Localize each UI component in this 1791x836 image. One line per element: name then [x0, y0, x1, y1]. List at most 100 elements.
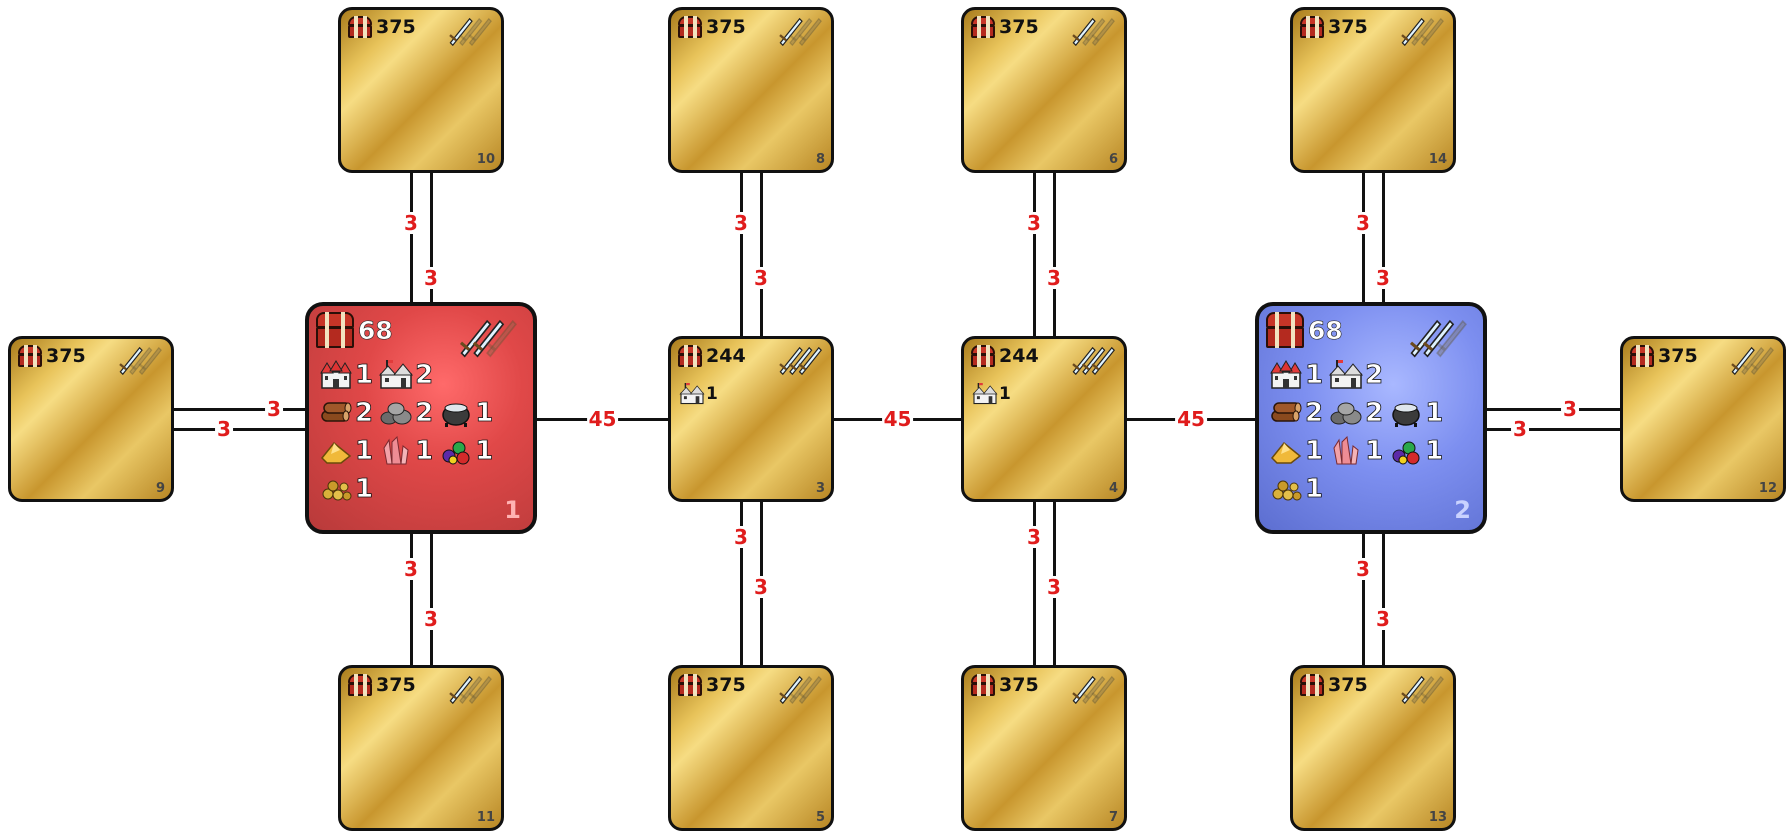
treasure-chest-icon — [677, 345, 703, 367]
connection-cost-label: 3 — [1025, 211, 1043, 235]
connection-line — [1487, 408, 1620, 411]
resource-wood: 2 — [1269, 398, 1323, 428]
resource-gems-count: 1 — [475, 436, 494, 467]
resource-mercury: 1 — [1389, 398, 1444, 428]
gold-nuggets-icon — [322, 480, 352, 501]
connection-line — [410, 534, 413, 665]
resource-gems-count: 1 — [1425, 436, 1444, 467]
crossed-swords-icon — [779, 675, 823, 704]
zone-id: 8 — [815, 152, 825, 167]
connection-line — [410, 173, 413, 302]
resource-ore-count: 2 — [415, 398, 434, 429]
zone-id: 3 — [815, 481, 825, 496]
crossed-swords-icon — [779, 17, 823, 46]
zone-header: 375 — [17, 345, 86, 367]
resource-crystal: 1 — [379, 436, 434, 467]
connection-cost-label: 3 — [752, 266, 770, 290]
resource-gold: 1 — [1269, 474, 1323, 504]
zone-neutral[interactable]: 375 9 — [8, 336, 174, 502]
zone-neutral[interactable]: 375 12 — [1620, 336, 1786, 502]
zone-header: 375 — [677, 674, 746, 696]
connection-line — [1487, 428, 1620, 431]
connection-cost-label: 3 — [1374, 607, 1392, 631]
town-icon — [679, 383, 705, 405]
resource-row: 1 1 1 — [319, 432, 499, 470]
treasure-chest-icon — [970, 674, 996, 696]
ore-pile-icon — [380, 402, 412, 425]
connection-cost-label: 3 — [1025, 525, 1043, 549]
resource-castle: 1 — [1269, 360, 1323, 390]
treasure-value: 375 — [1328, 674, 1368, 696]
resource-ore: 2 — [379, 398, 434, 429]
zone-neutral[interactable]: 375 10 — [338, 7, 504, 173]
zone-neutral[interactable]: 375 6 — [961, 7, 1127, 173]
zone-header: 244 — [677, 345, 746, 367]
zone-id: 6 — [1108, 152, 1118, 167]
connection-line — [740, 502, 743, 665]
connection-cost-label: 3 — [1045, 575, 1063, 599]
crossed-swords-icon — [1401, 17, 1445, 46]
sulfur-icon — [1270, 441, 1302, 464]
wood-log-icon — [1271, 402, 1302, 422]
zone-header: 375 — [347, 16, 416, 38]
connection-line — [1382, 534, 1385, 665]
treasure-chest-icon — [17, 345, 43, 367]
gems-icon — [1392, 441, 1420, 465]
zone-id: 10 — [476, 152, 495, 167]
zone-header: 375 — [1629, 345, 1698, 367]
crossed-swords-icon — [1072, 675, 1116, 704]
crystal-icon — [1333, 436, 1359, 465]
castle-icon — [320, 360, 352, 389]
resource-castle-count: 1 — [355, 360, 374, 391]
treasure-value: 244 — [706, 345, 746, 367]
zone-header: 375 — [677, 16, 746, 38]
connection-cost-label: 3 — [402, 557, 420, 581]
town-icon — [1329, 360, 1364, 389]
connection-cost-label: 3 — [265, 397, 283, 421]
connection-cost-label: 3 — [422, 266, 440, 290]
resource-gold-count: 1 — [355, 474, 374, 505]
resource-gold-count: 1 — [1305, 474, 1324, 505]
crossed-swords-icon — [119, 346, 163, 375]
zone-neutral[interactable]: 375 8 — [668, 7, 834, 173]
treasure-value: 375 — [376, 674, 416, 696]
zone-header: 375 — [970, 16, 1039, 38]
treasure-chest-icon — [347, 674, 373, 696]
resource-sulfur: 1 — [1269, 436, 1323, 466]
zone-id: 9 — [155, 481, 165, 496]
connection-cost-label: 3 — [1045, 266, 1063, 290]
crossed-swords-icon — [449, 17, 493, 46]
treasure-value: 375 — [706, 674, 746, 696]
crossed-swords-icon — [1072, 346, 1116, 375]
treasure-value: 68 — [1308, 315, 1343, 345]
connection-cost-label: 3 — [1511, 417, 1529, 441]
connection-cost-label: 3 — [402, 211, 420, 235]
treasure-value: 375 — [1328, 16, 1368, 38]
resource-town: 2 — [1329, 360, 1384, 390]
zone-id: 12 — [1758, 481, 1777, 496]
connection-cost-label: 3 — [732, 211, 750, 235]
connection-cost-label: 45 — [586, 407, 619, 431]
crystal-icon — [383, 436, 409, 465]
connection-cost-label: 3 — [1354, 211, 1372, 235]
town-icon — [379, 360, 414, 389]
treasure-chest-icon — [1299, 674, 1325, 696]
connection-cost-label: 3 — [1354, 557, 1372, 581]
zone-header: 68 — [1265, 312, 1343, 348]
resource-sulfur: 1 — [319, 436, 373, 466]
resource-crystal-count: 1 — [415, 436, 434, 467]
